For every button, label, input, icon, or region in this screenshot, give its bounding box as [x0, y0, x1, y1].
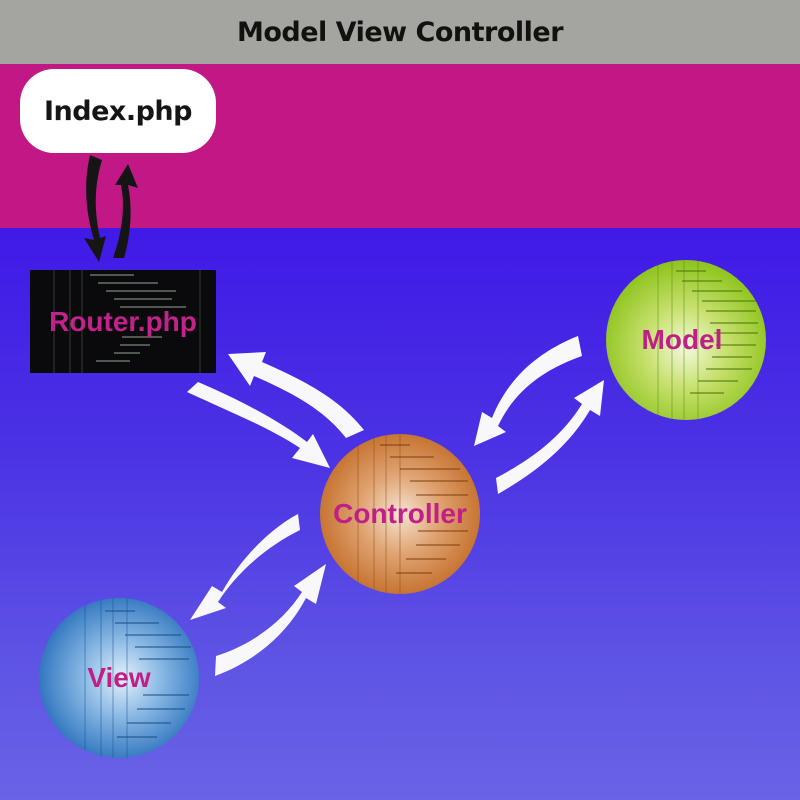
model-to-controller-arrow — [474, 336, 582, 446]
diagram-title: Model View Controller — [236, 16, 564, 48]
router-to-index-arrow — [113, 164, 138, 258]
model-node: Model — [606, 260, 766, 420]
code-texture — [357, 434, 468, 594]
view-label: View — [87, 662, 151, 693]
router-label: Router.php — [49, 305, 197, 337]
index-to-router-arrow — [84, 155, 106, 262]
controller-node: Controller — [320, 434, 480, 594]
view-node: View — [39, 598, 199, 758]
router-node: Router.php — [30, 270, 216, 373]
index-label: Index.php — [44, 95, 192, 127]
title-bar: Model View Controller — [0, 0, 800, 64]
controller-to-model-arrow — [496, 380, 604, 494]
controller-to-router-arrow — [228, 352, 364, 438]
router-to-controller-arrow — [187, 382, 330, 468]
index-node: Index.php — [20, 69, 216, 153]
controller-to-view-arrow — [190, 514, 300, 620]
controller-label: Controller — [333, 498, 467, 529]
code-texture — [53, 270, 201, 373]
view-to-controller-arrow — [215, 564, 326, 676]
code-texture — [657, 260, 758, 420]
model-label: Model — [641, 324, 723, 355]
code-texture — [84, 598, 191, 758]
